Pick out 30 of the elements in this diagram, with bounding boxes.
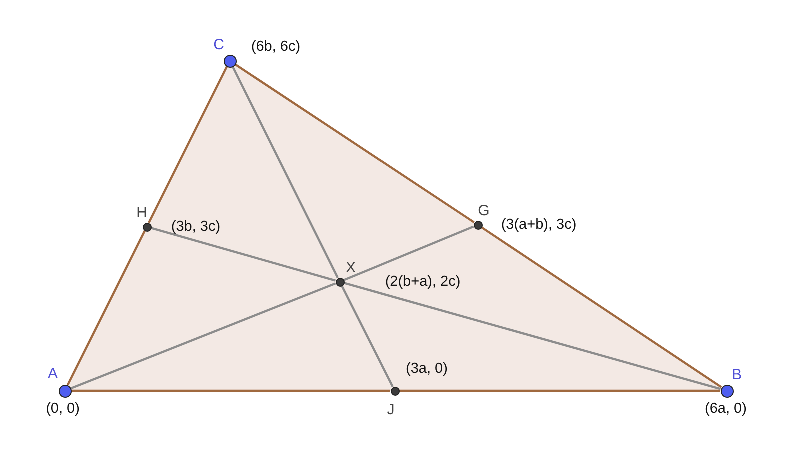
point-label: X [346,260,356,276]
point-dot [720,384,734,398]
point-dot [142,222,152,232]
point-label: C [214,38,224,52]
line-segment [232,66,339,278]
coordinate-label: (3a, 0) [406,362,448,376]
line-segment [344,226,474,282]
line-segment [148,66,228,224]
coordinate-label: (3(a+b), 3c) [501,218,577,232]
coordinate-label: (0, 0) [46,402,80,416]
point-dot [58,384,72,398]
coordinate-label: (2(b+a), 2c) [385,274,461,290]
line-segment [70,282,336,390]
point-dot [224,54,236,68]
coordinate-label: (6a, 0) [705,402,747,416]
line-segment [66,230,146,386]
line-segment [400,390,720,392]
line-segment [72,390,390,392]
coordinate-label: (3b, 3c) [171,220,221,234]
line-segment [481,226,722,388]
point-label: H [136,206,148,220]
line-segment [151,227,336,282]
line-segment [341,286,394,388]
line-segment [234,64,475,224]
point-label: J [387,402,395,418]
point-label: B [732,368,742,382]
coordinate-label: (6b, 6c) [251,40,301,54]
point-label: G [478,204,490,218]
line-segment [344,282,722,390]
point-label: A [48,366,58,382]
